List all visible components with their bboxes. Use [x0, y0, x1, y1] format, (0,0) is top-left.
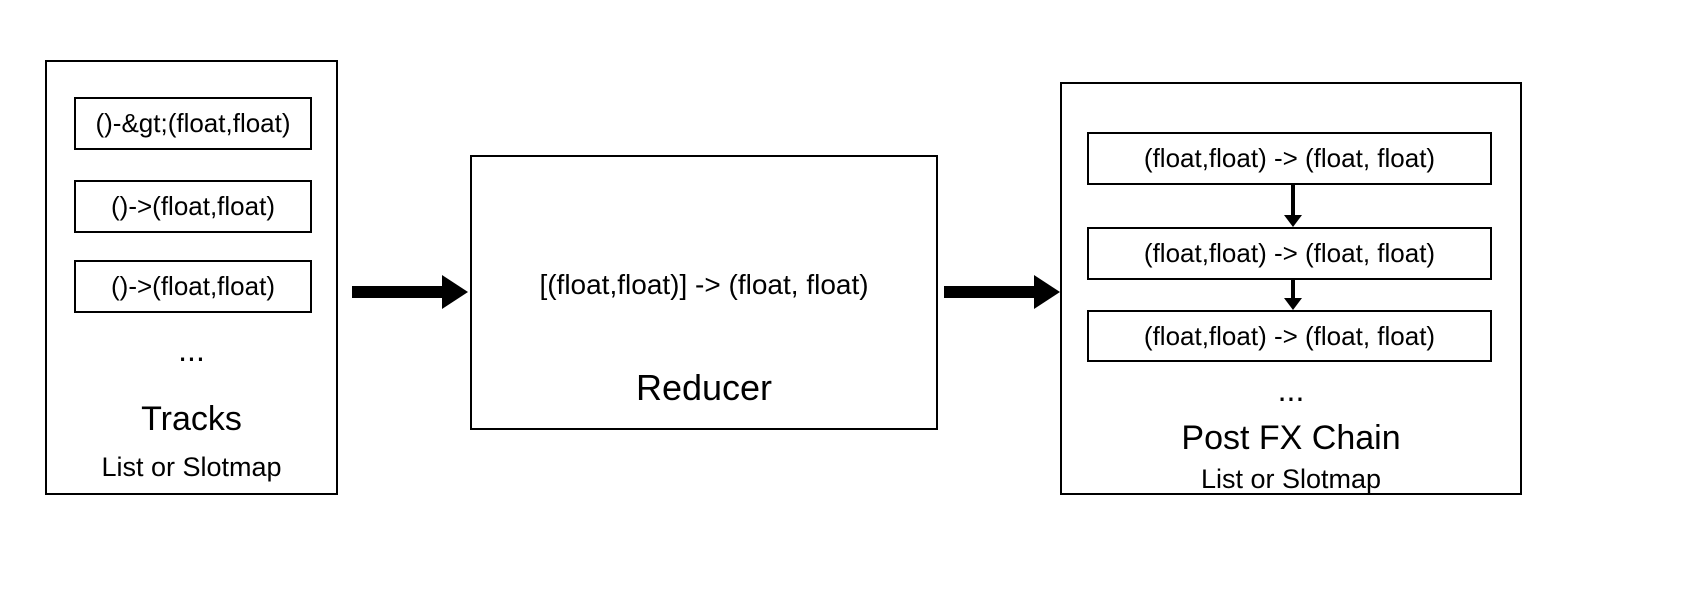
track-node-1: ()-&gt;(float,float) — [74, 97, 312, 150]
track-node-2-label: ()->(float,float) — [111, 191, 275, 221]
postfx-node-1: (float,float) -> (float, float) — [1087, 132, 1492, 185]
track-node-3-label: ()->(float,float) — [111, 271, 275, 301]
arrow-head — [1034, 275, 1060, 309]
track-node-3: ()->(float,float) — [74, 260, 312, 313]
reducer-box: [(float,float)] -> (float, float) Reduce… — [470, 155, 938, 430]
arrow-shaft — [1291, 185, 1295, 216]
arrow-tracks-to-reducer-icon — [352, 275, 468, 309]
postfx-subtitle: List or Slotmap — [1200, 464, 1382, 494]
postfx-ellipsis: ... — [1277, 372, 1305, 408]
tracks-ellipsis: ... — [178, 332, 205, 368]
tracks-box: ()-&gt;(float,float) ()->(float,float) (… — [45, 60, 338, 495]
postfx-node-3-label: (float,float) -> (float, float) — [1143, 320, 1436, 351]
down-arrow-icon — [1280, 185, 1306, 227]
postfx-node-2: (float,float) -> (float, float) — [1087, 227, 1492, 280]
postfx-node-3: (float,float) -> (float, float) — [1087, 310, 1492, 362]
track-node-1-label: ()-&gt;(float,float) — [95, 108, 291, 138]
reducer-title: Reducer — [635, 367, 773, 408]
arrow-head — [1284, 215, 1302, 227]
postfx-node-2-label: (float,float) -> (float, float) — [1143, 238, 1436, 268]
arrow-shaft — [352, 286, 444, 298]
track-node-2: ()->(float,float) — [74, 180, 312, 233]
postfx-title: Post FX Chain — [1181, 419, 1401, 457]
arrow-shaft — [944, 286, 1036, 298]
down-arrow-icon — [1280, 280, 1306, 310]
postfx-node-1-label: (float,float) -> (float, float) — [1143, 143, 1436, 173]
arrow-reducer-to-postfx-icon — [944, 275, 1060, 309]
reducer-signature: [(float,float)] -> (float, float) — [539, 269, 869, 300]
tracks-subtitle: List or Slotmap — [101, 452, 282, 482]
tracks-title: Tracks — [141, 400, 242, 438]
postfx-box: (float,float) -> (float, float) (float,f… — [1060, 82, 1522, 495]
arrow-shaft — [1291, 280, 1295, 299]
arrow-head — [442, 275, 468, 309]
arrow-head — [1284, 298, 1302, 310]
